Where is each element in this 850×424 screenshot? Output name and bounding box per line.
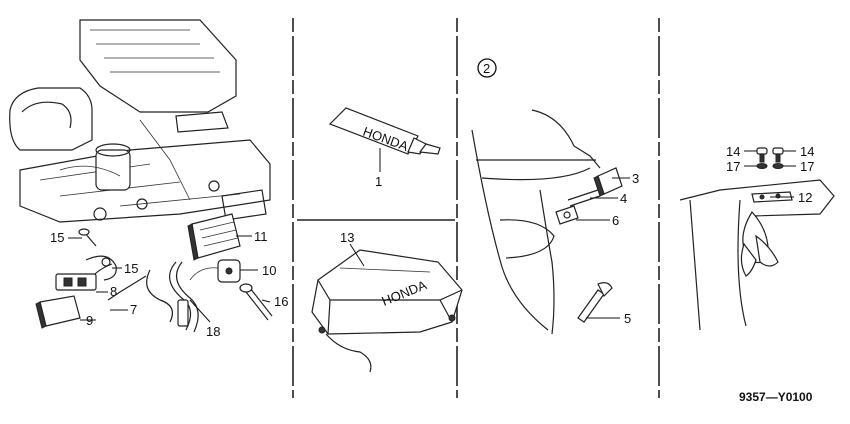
callout-12: 12 (798, 190, 812, 205)
wire-harness (87, 261, 199, 333)
leader-lines (68, 148, 796, 323)
anode-grip (593, 167, 623, 197)
callout-8: 8 (110, 284, 117, 299)
callout-11: 11 (254, 229, 268, 244)
circled-number: 2 (477, 58, 497, 78)
callout-17-right: 17 (800, 159, 814, 174)
screws (756, 147, 784, 163)
callout-18: 18 (206, 324, 220, 339)
section-dividers (292, 18, 660, 398)
callout-7: 7 (130, 302, 137, 317)
washers (756, 163, 784, 169)
circled-number-text: 2 (483, 61, 490, 76)
callout-10: 10 (262, 263, 276, 278)
callout-5: 5 (624, 311, 631, 326)
connectors (35, 228, 117, 329)
callout-6: 6 (612, 213, 619, 228)
callout-9: 9 (86, 313, 93, 328)
tab-strip (577, 282, 613, 323)
callout-3: 3 (632, 171, 639, 186)
callout-15-left: 15 (50, 230, 64, 245)
engine-cover: HONDA (311, 249, 463, 373)
ignition-coil (189, 259, 241, 283)
engine-illustration (9, 19, 271, 223)
anode (555, 205, 579, 225)
bolt (239, 283, 273, 321)
propeller (740, 211, 779, 277)
callout-13: 13 (340, 230, 354, 245)
diagram-code: 9357—Y0100 (739, 390, 813, 404)
callout-4: 4 (620, 191, 627, 206)
callout-15-right: 15 (124, 261, 138, 276)
callout-17-left: 17 (726, 159, 740, 174)
callout-14-right: 14 (800, 144, 814, 159)
lower-unit (471, 109, 601, 335)
callout-14-left: 14 (726, 144, 740, 159)
callout-1: 1 (375, 174, 382, 189)
callout-16: 16 (274, 294, 288, 309)
ignition-unit (187, 213, 241, 261)
gearcase (679, 179, 835, 331)
callout-labels: 1 3 4 5 6 7 8 9 10 11 12 13 14 14 15 15 … (50, 144, 814, 339)
grease-tube: HONDA (328, 107, 441, 155)
